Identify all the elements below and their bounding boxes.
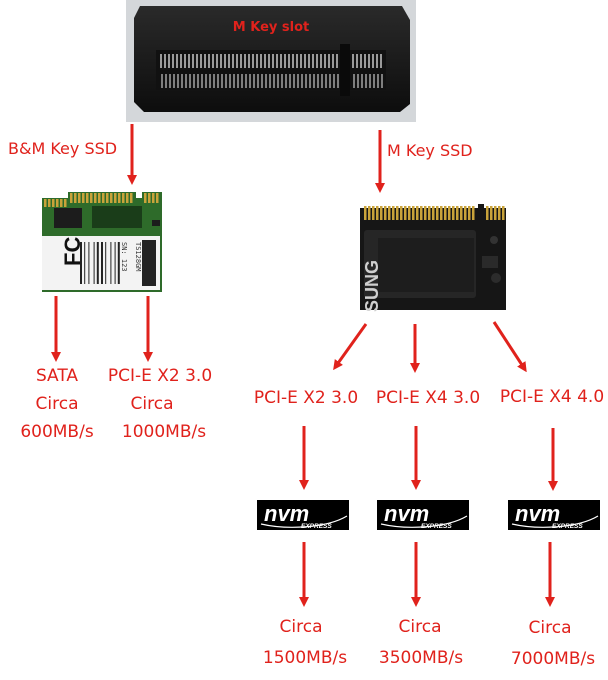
m-speed-1: 3500MB/s: [378, 648, 464, 668]
slot-connector-graphic: [134, 6, 410, 112]
slot-title: M Key slot: [232, 20, 310, 35]
bm-gold-contacts: [44, 193, 159, 207]
nvme-logo-text: nvm: [264, 501, 309, 526]
nvme-logo-text: nvm: [515, 501, 560, 526]
nvme-logo-subtext: EXPRESS: [552, 523, 583, 530]
m-key-ssd-label: M Key SSD: [387, 141, 473, 160]
m-speed-2: 7000MB/s: [510, 649, 596, 669]
bm-sata-line3: 600MB/s: [20, 422, 94, 442]
m-iface-2: PCI-E X4 4.0: [499, 387, 605, 407]
bm-pcie-line3: 1000MB/s: [121, 422, 207, 442]
m-gold-contacts: [364, 206, 505, 220]
m-circa-0: Circa: [279, 617, 323, 637]
m-iface-1: PCI-E X4 3.0: [375, 388, 481, 408]
m-circa-1: Circa: [398, 617, 442, 637]
bm-pcie-line2: Circa: [130, 394, 174, 414]
bm-chip-text-1: TS128GM: [134, 242, 142, 272]
bm-pcie-line1: PCI-E X2 3.0: [107, 366, 213, 386]
arrow-m-left: [333, 323, 368, 371]
bm-key-ssd-card: FC TS128GM SN: 123: [40, 190, 164, 294]
nvme-logo-text: nvm: [384, 501, 429, 526]
bm-sata-line2: Circa: [35, 394, 79, 414]
m-key-slot-photo: M Key slot: [126, 0, 416, 122]
m-speed-0: 1500MB/s: [262, 648, 348, 668]
m-circa-2: Circa: [528, 618, 572, 638]
bm-sata-line1: SATA: [35, 366, 79, 386]
bm-key-ssd-label: B&M Key SSD: [8, 139, 118, 158]
bm-chip-text-2: SN: 123: [120, 242, 128, 272]
nvme-logo-subtext: EXPRESS: [421, 523, 452, 530]
m-brand-text: SUNG: [362, 260, 382, 312]
nvme-logo-subtext: EXPRESS: [301, 523, 332, 530]
m-iface-0: PCI-E X2 3.0: [253, 388, 359, 408]
m-key-ssd-card: SUNG: [358, 198, 508, 312]
arrow-m-right: [492, 321, 527, 373]
